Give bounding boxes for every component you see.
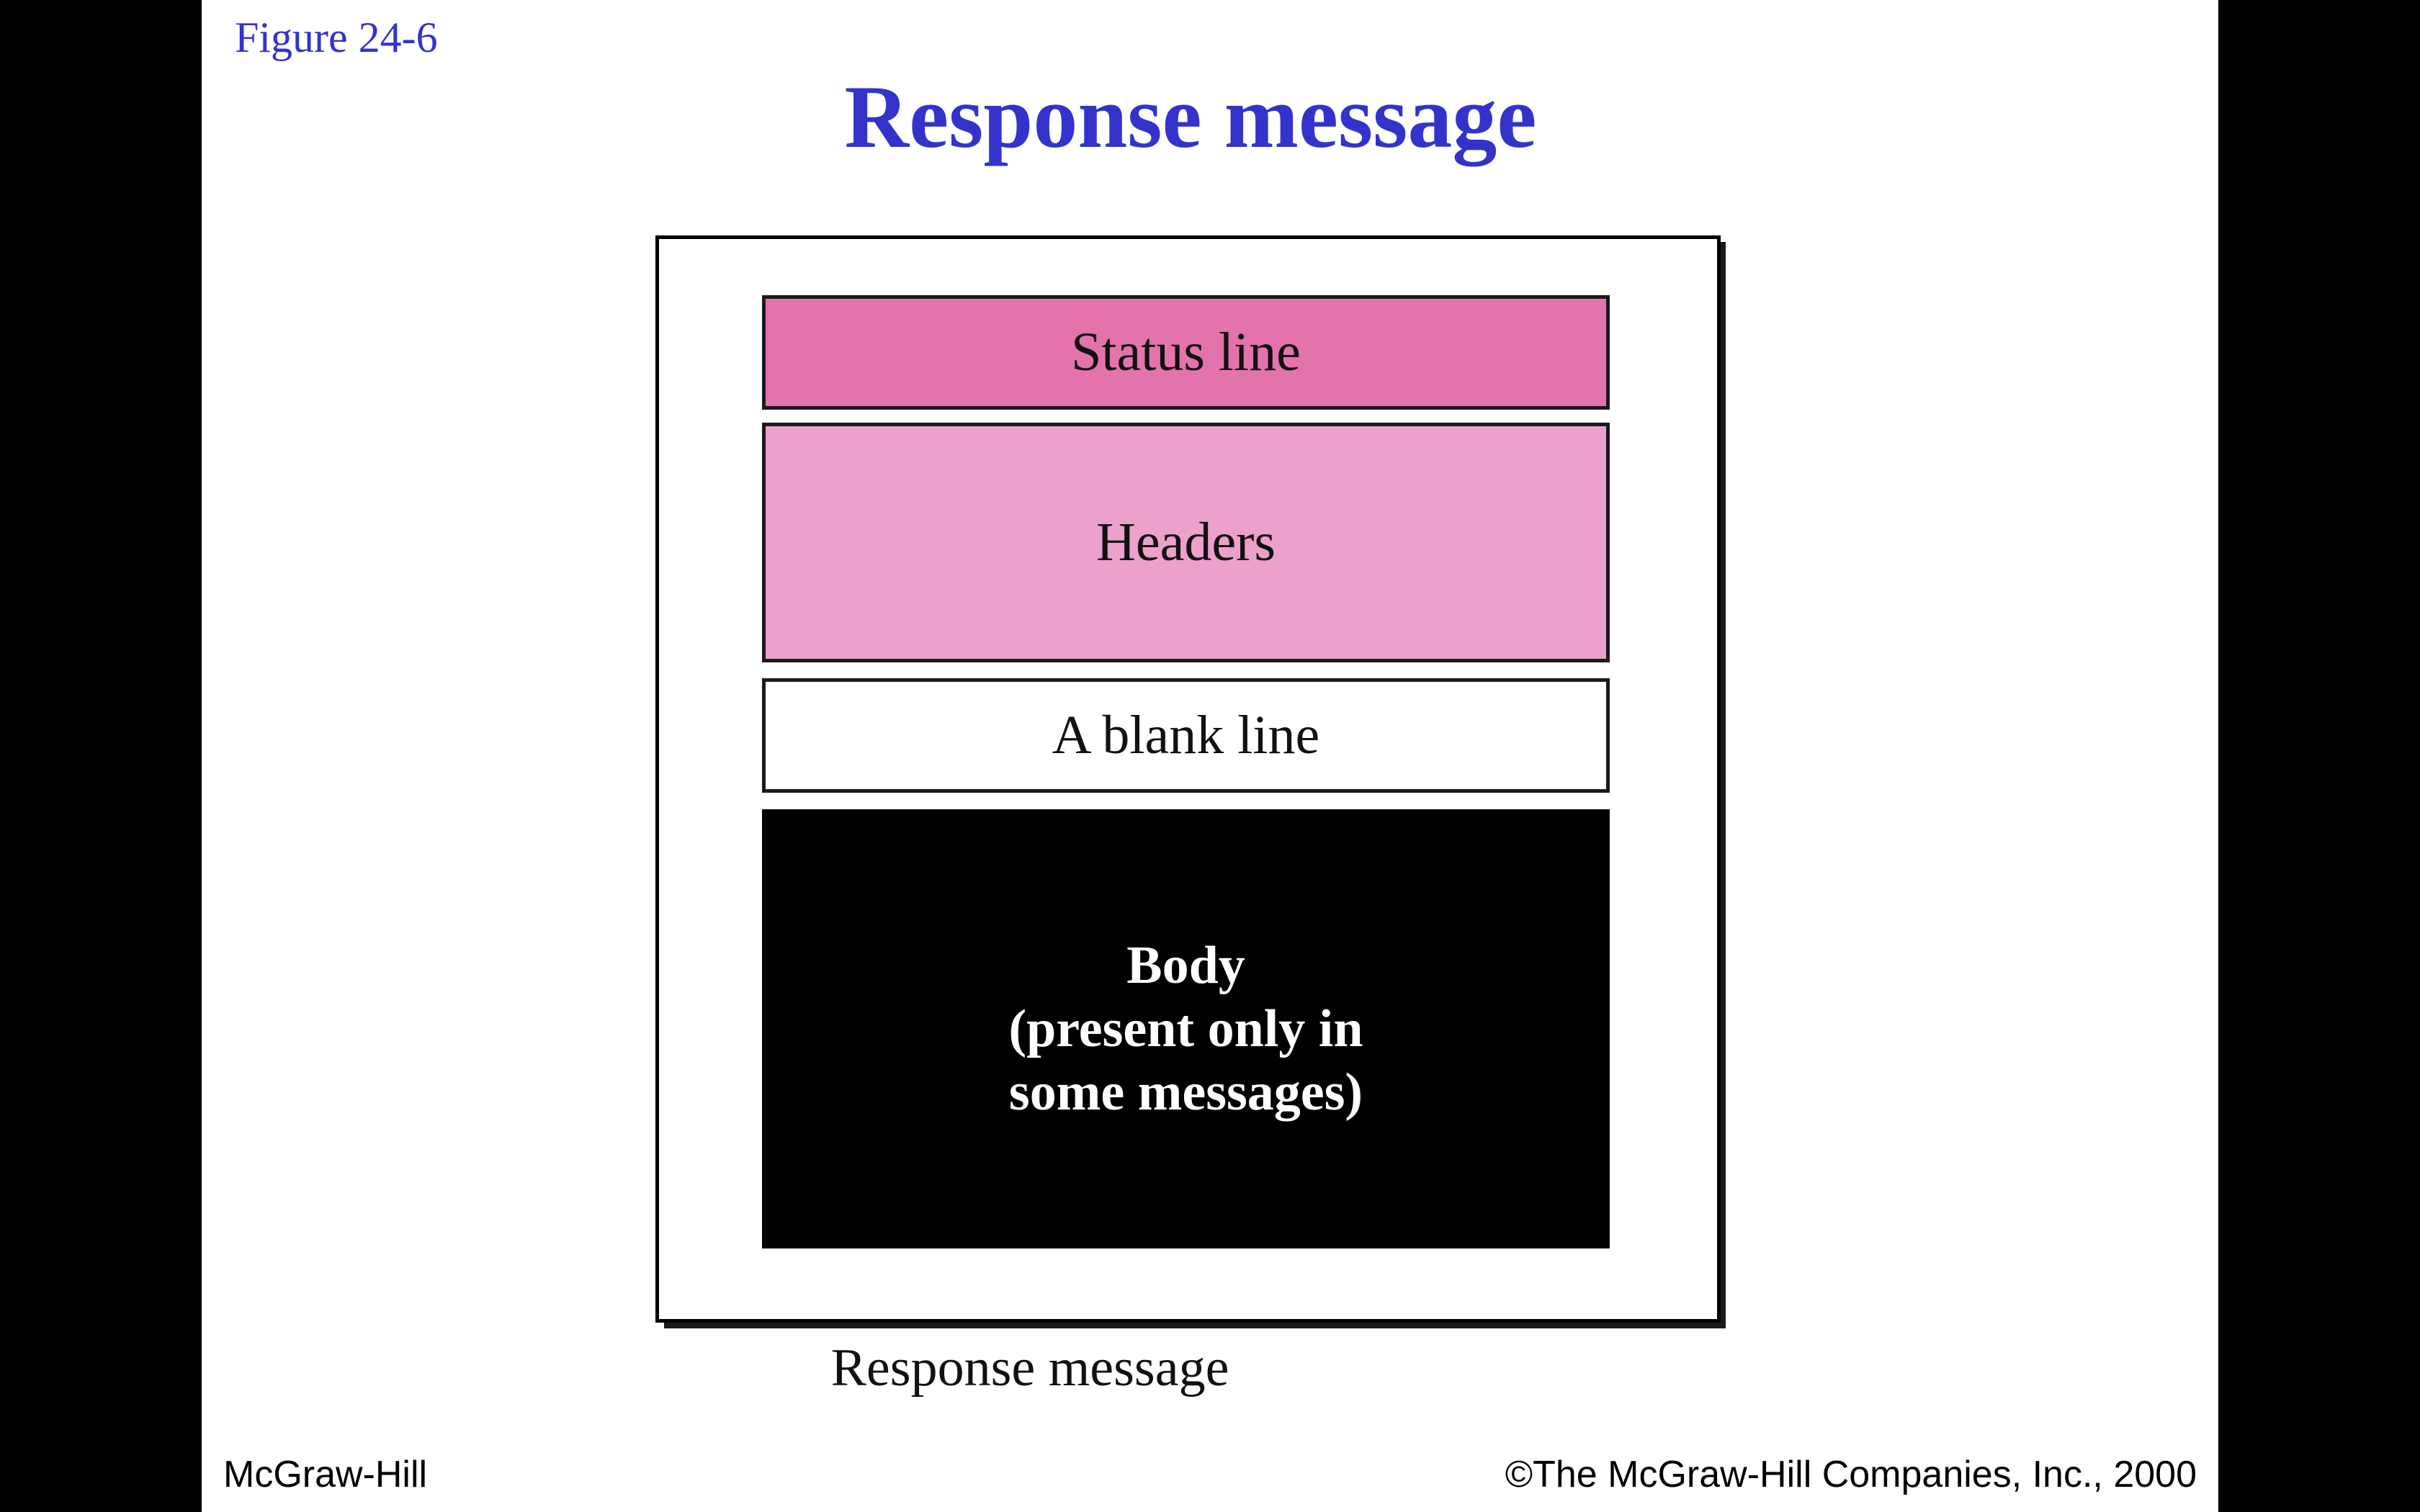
- diagram-caption: Response message: [830, 1338, 1229, 1398]
- status-line-block: Status line: [762, 295, 1610, 410]
- status-line-label: Status line: [1071, 322, 1301, 382]
- headers-label: Headers: [1096, 512, 1276, 572]
- blank-line-label: A blank line: [1052, 705, 1320, 765]
- copyright-footer: ©The McGraw-Hill Companies, Inc., 2000: [1505, 1454, 2197, 1495]
- body-block: Body (present only in some messages): [762, 809, 1610, 1248]
- figure-label: Figure 24-6: [235, 14, 438, 61]
- headers-block: Headers: [762, 423, 1610, 662]
- body-label: Body (present only in some messages): [1008, 936, 1363, 1122]
- blank-line-block: A blank line: [762, 678, 1610, 793]
- slide-title: Response message: [844, 68, 1537, 166]
- slide: Figure 24-6 Response message Status line…: [202, 0, 2218, 1512]
- publisher-footer: McGraw-Hill: [223, 1454, 428, 1495]
